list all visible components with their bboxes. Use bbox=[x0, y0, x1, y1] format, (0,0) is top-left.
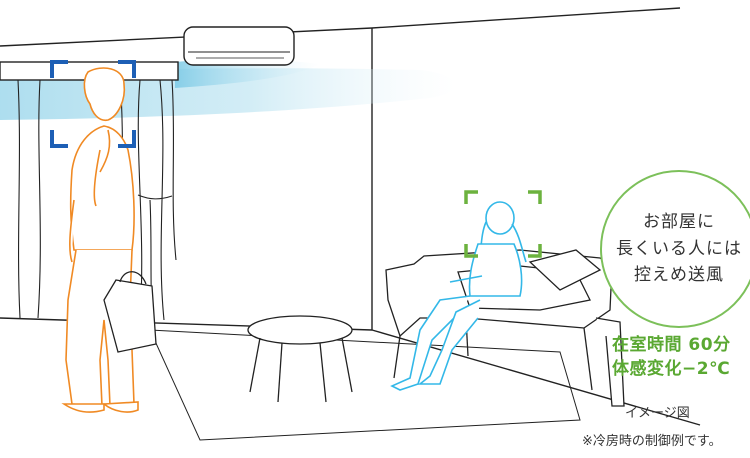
standing-person bbox=[61, 67, 139, 413]
stat-temperature-change: 体感変化−2℃ bbox=[612, 359, 731, 379]
focus-bracket-green-icon bbox=[464, 190, 542, 258]
callout-line-2: 長くいる人には bbox=[616, 238, 742, 259]
rug bbox=[149, 329, 581, 441]
seated-person bbox=[390, 201, 527, 391]
airflow-stream-inner bbox=[175, 59, 320, 88]
coffee-table bbox=[247, 315, 353, 403]
callout-line-1: お部屋に bbox=[643, 211, 715, 232]
focus-bracket-icon bbox=[50, 60, 136, 148]
image-label: イメージ図 bbox=[625, 406, 690, 421]
air-conditioner-icon bbox=[183, 26, 295, 66]
callout-line-3: 控えめ送風 bbox=[634, 265, 724, 286]
footnote: ※冷房時の制御例です。 bbox=[582, 434, 722, 449]
callout-bubble: お部屋に 長くいる人には 控えめ送風 bbox=[600, 170, 750, 328]
shopping-bag bbox=[103, 271, 157, 353]
stat-duration: 在室時間 60分 bbox=[612, 335, 731, 355]
